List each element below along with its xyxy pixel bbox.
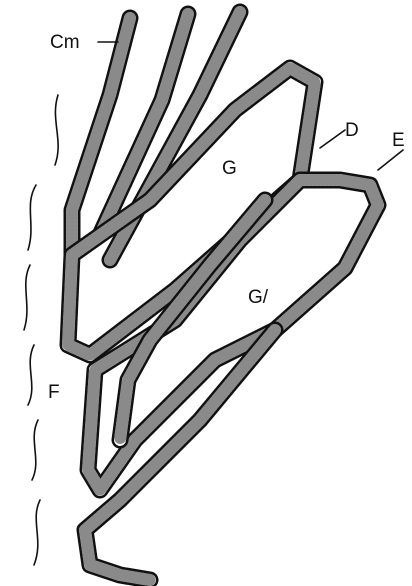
leader-d [320,130,345,148]
left-wavy-boundary [24,95,58,565]
wave-segment-1 [55,95,58,165]
wave-segment-2 [28,185,36,250]
epithelial-bands [68,12,378,580]
wave-segment-4 [28,345,34,405]
leader-e [378,150,403,170]
label-g-prime: G/ [248,287,269,308]
wave-segment-5 [32,420,38,480]
wave-segment-3 [24,265,30,330]
wave-segment-6 [34,500,40,565]
label-d: D [345,120,359,141]
label-cm: Cm [50,32,80,53]
label-f: F [48,382,60,403]
label-e: E [392,130,405,151]
label-g: G [222,158,237,179]
